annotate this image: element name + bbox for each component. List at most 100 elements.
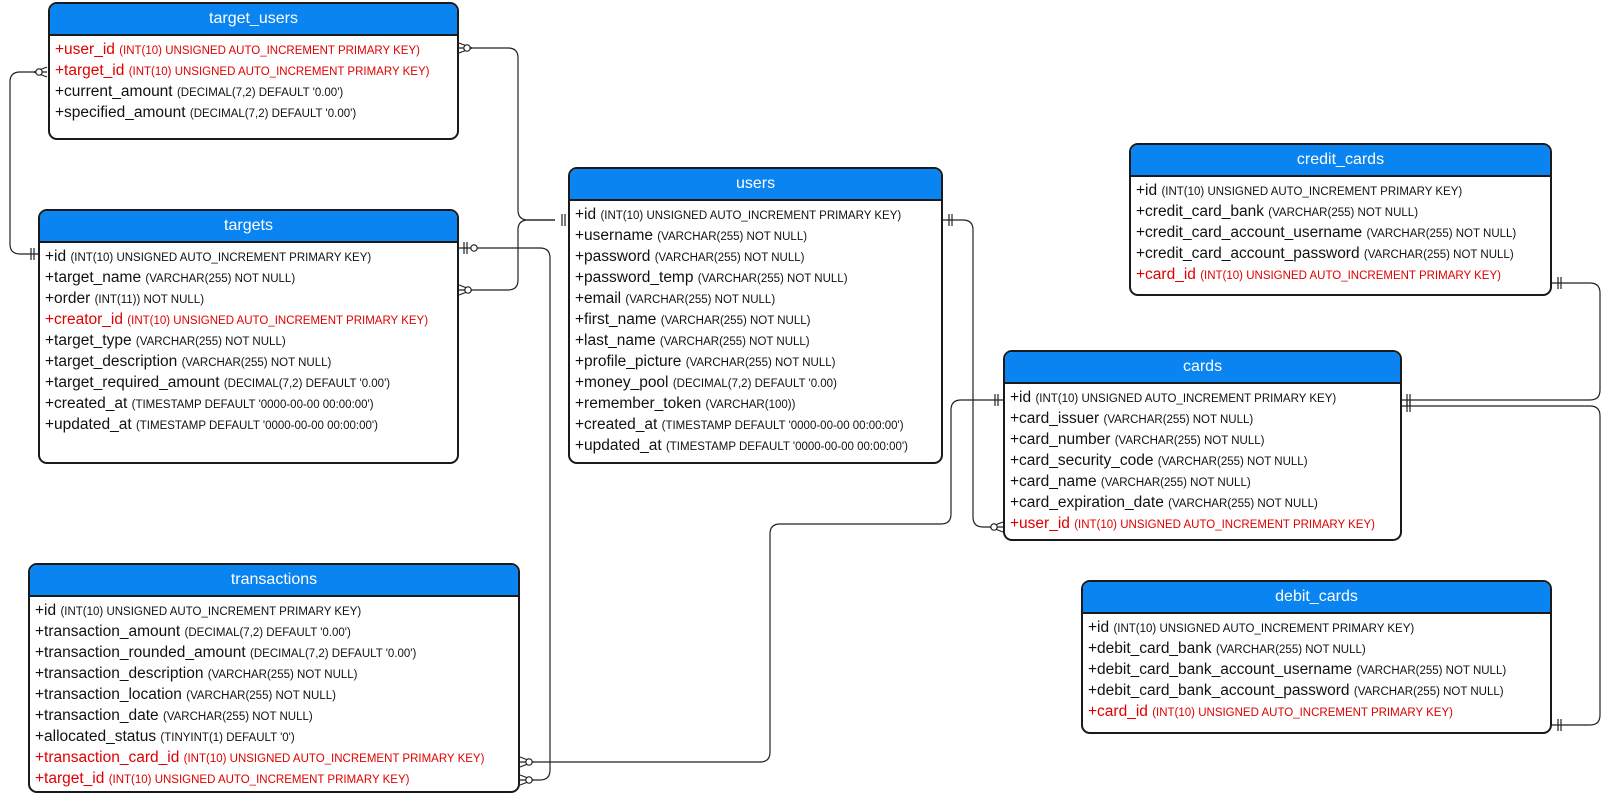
column-name: +target_required_amount <box>45 374 220 391</box>
column-row: +target_name (VARCHAR(255) NOT NULL) <box>40 267 457 288</box>
column-type: (VARCHAR(255) NOT NULL) <box>1356 665 1507 677</box>
column-name: +card_number <box>1010 431 1111 448</box>
column-name: +debit_card_bank <box>1088 640 1212 657</box>
rel-users-cards <box>943 219 1003 528</box>
column-type: (DECIMAL(7,2) DEFAULT '0.00') <box>223 378 391 390</box>
column-row: +user_id (INT(10) UNSIGNED AUTO_INCREMEN… <box>1005 513 1400 534</box>
column-type: (INT(10) UNSIGNED AUTO_INCREMENT PRIMARY… <box>119 45 420 57</box>
column-type: (INT(10) UNSIGNED AUTO_INCREMENT PRIMARY… <box>1161 186 1463 198</box>
column-list: +id (INT(10) UNSIGNED AUTO_INCREMENT PRI… <box>1005 384 1400 534</box>
column-row: +creator_id (INT(10) UNSIGNED AUTO_INCRE… <box>40 309 457 330</box>
column-name: +specified_amount <box>55 104 186 121</box>
rel-users-targets <box>459 219 555 291</box>
column-name: +password <box>575 248 651 265</box>
column-row: +email (VARCHAR(255) NOT NULL) <box>570 288 941 309</box>
column-type: (VARCHAR(255) NOT NULL) <box>1168 498 1318 510</box>
one-marker <box>1557 719 1562 731</box>
column-type: (VARCHAR(255) NOT NULL) <box>1157 456 1308 468</box>
column-name: +target_description <box>45 353 178 370</box>
rel-users-target-users <box>459 47 555 221</box>
column-type: (VARCHAR(255) NOT NULL) <box>1215 644 1366 656</box>
optional-marker <box>470 244 478 252</box>
one-marker <box>561 214 566 226</box>
column-row: +transaction_description (VARCHAR(255) N… <box>30 663 518 684</box>
column-name: +last_name <box>575 332 656 349</box>
optional-marker <box>525 758 533 766</box>
column-row: +transaction_rounded_amount (DECIMAL(7,2… <box>30 642 518 663</box>
table-target-users: target_users+user_id (INT(10) UNSIGNED A… <box>48 2 459 140</box>
column-type: (INT(11)) NOT NULL) <box>94 294 205 306</box>
one-marker <box>994 394 999 406</box>
column-name: +transaction_rounded_amount <box>35 644 246 661</box>
column-row: +target_id (INT(10) UNSIGNED AUTO_INCREM… <box>50 60 457 81</box>
column-name: +card_id <box>1136 266 1196 283</box>
column-type: (DECIMAL(7,2) DEFAULT '0.00') <box>184 627 351 639</box>
column-type: (VARCHAR(255) NOT NULL) <box>145 273 296 285</box>
column-row: +username (VARCHAR(255) NOT NULL) <box>570 225 941 246</box>
column-type: (VARCHAR(255) NOT NULL) <box>1366 228 1517 240</box>
column-row: +first_name (VARCHAR(255) NOT NULL) <box>570 309 941 330</box>
column-name: +card_name <box>1010 473 1097 490</box>
column-name: +transaction_location <box>35 686 182 703</box>
table-users: users +id (INT(10) UNSIGNED AUTO_INCREMEN… <box>568 167 943 464</box>
column-name: +remember_token <box>575 395 702 412</box>
column-type: (VARCHAR(255) NOT NULL) <box>659 336 810 348</box>
column-type: (VARCHAR(255) NOT NULL) <box>660 315 811 327</box>
column-row: +card_expiration_date (VARCHAR(255) NOT … <box>1005 492 1400 513</box>
column-row: +transaction_date (VARCHAR(255) NOT NULL… <box>30 705 518 726</box>
column-type: (VARCHAR(255) NOT NULL) <box>1268 207 1419 219</box>
column-name: +created_at <box>575 416 658 433</box>
column-row: +profile_picture (VARCHAR(255) NOT NULL) <box>570 351 941 372</box>
table-header: debit_cards <box>1083 582 1550 614</box>
table-header: users <box>570 169 941 201</box>
column-name: +card_security_code <box>1010 452 1154 469</box>
column-name: +target_id <box>55 62 125 79</box>
column-row: +id (INT(10) UNSIGNED AUTO_INCREMENT PRI… <box>40 246 457 267</box>
column-name: +password_temp <box>575 269 694 286</box>
column-row: +transaction_location (VARCHAR(255) NOT … <box>30 684 518 705</box>
column-list: +user_id (INT(10) UNSIGNED AUTO_INCREMEN… <box>50 36 457 123</box>
column-list: +id (INT(10) UNSIGNED AUTO_INCREMENT PRI… <box>1131 177 1550 285</box>
column-row: +credit_card_account_username (VARCHAR(2… <box>1131 222 1550 243</box>
column-name: +updated_at <box>575 437 662 454</box>
column-row: +id (INT(10) UNSIGNED AUTO_INCREMENT PRI… <box>1005 387 1400 408</box>
column-type: (VARCHAR(255) NOT NULL) <box>1114 435 1265 447</box>
column-name: +id <box>1088 619 1110 636</box>
column-name: +debit_card_bank_account_username <box>1088 661 1353 678</box>
column-type: (VARCHAR(255) NOT NULL) <box>685 357 836 369</box>
rel-targets-transactions <box>459 247 551 781</box>
column-list: +id (INT(10) UNSIGNED AUTO_INCREMENT PRI… <box>570 201 941 456</box>
column-name: +target_id <box>35 770 105 787</box>
table-header: credit_cards <box>1131 145 1550 177</box>
rel-cards-transactions <box>520 399 1003 763</box>
one-marker <box>1557 277 1562 289</box>
column-type: (VARCHAR(255) NOT NULL) <box>1363 249 1514 261</box>
column-type: (TINYINT(1) DEFAULT '0') <box>160 732 295 744</box>
table-cards: cards+id (INT(10) UNSIGNED AUTO_INCREMEN… <box>1003 350 1402 541</box>
column-type: (VARCHAR(255) NOT NULL) <box>654 252 805 264</box>
column-type: (INT(10) UNSIGNED AUTO_INCREMENT PRIMARY… <box>1200 270 1501 282</box>
optional-marker <box>990 523 998 531</box>
table-header: targets <box>40 211 457 243</box>
rel-cards-credit-cards <box>1402 282 1601 401</box>
column-name: +id <box>1136 182 1158 199</box>
column-name: +transaction_amount <box>35 623 181 640</box>
column-type: (INT(10) UNSIGNED AUTO_INCREMENT PRIMARY… <box>127 315 429 327</box>
column-type: (INT(10) UNSIGNED AUTO_INCREMENT PRIMARY… <box>1113 623 1415 635</box>
column-type: (INT(10) UNSIGNED AUTO_INCREMENT PRIMARY… <box>1074 519 1375 531</box>
column-type: (TIMESTAMP DEFAULT '0000-00-00 00:00:00'… <box>131 399 374 411</box>
column-name: +money_pool <box>575 374 669 391</box>
column-row: +password_temp (VARCHAR(255) NOT NULL) <box>570 267 941 288</box>
column-row: +created_at (TIMESTAMP DEFAULT '0000-00-… <box>570 414 941 435</box>
column-row: +id (INT(10) UNSIGNED AUTO_INCREMENT PRI… <box>30 600 518 621</box>
column-type: (INT(10) UNSIGNED AUTO_INCREMENT PRIMARY… <box>1152 707 1453 719</box>
column-name: +credit_card_account_password <box>1136 245 1360 262</box>
column-row: +id (INT(10) UNSIGNED AUTO_INCREMENT PRI… <box>570 204 941 225</box>
column-name: +card_id <box>1088 703 1148 720</box>
table-credit-cards: credit_cards+id (INT(10) UNSIGNED AUTO_I… <box>1129 143 1552 296</box>
column-name: +credit_card_bank <box>1136 203 1264 220</box>
many-marker <box>988 521 1004 533</box>
optional-marker <box>464 286 472 294</box>
column-type: (INT(10) UNSIGNED AUTO_INCREMENT PRIMARY… <box>108 774 410 786</box>
